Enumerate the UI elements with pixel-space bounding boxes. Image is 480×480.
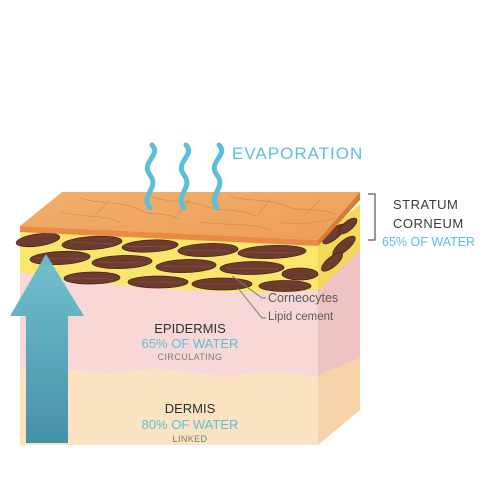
stratum-corneum-title-line2: CORNEUM: [393, 216, 464, 231]
evaporation-label: EVAPORATION: [232, 144, 364, 163]
stratum-corneum-title-line1: STRATUM: [393, 197, 459, 212]
corneocyte-cells: [15, 217, 358, 292]
dermis-title: DERMIS: [164, 401, 216, 416]
stratum-bracket: [368, 193, 376, 241]
stratum-corneum-water: 65% OF WATER: [382, 235, 476, 249]
lipid-cement-label: Lipid cement: [268, 311, 334, 323]
stratum-corneum-side: [318, 192, 360, 246]
lipid-cement-callout-line: [237, 287, 266, 319]
dermis-water: 80% OF WATER: [141, 417, 239, 432]
dermis-side: [318, 358, 360, 445]
epidermis-water: 65% OF WATER: [141, 336, 239, 351]
stratum-corneum-top: [20, 192, 360, 240]
evaporation-wave-icon: [144, 142, 224, 211]
corneocyte-texture: [35, 241, 301, 285]
dermis-state: LINKED: [172, 434, 208, 444]
stratum-corneum-front: [20, 226, 318, 246]
upward-water-arrow-icon: [10, 254, 84, 443]
epidermis-title: EPIDERMIS: [154, 321, 226, 336]
epidermis-state: CIRCULATING: [157, 352, 223, 362]
dermis-layer: [20, 367, 318, 445]
corneocytes-label: Corneocytes: [268, 291, 339, 305]
corneocytes-callout-line: [231, 275, 266, 299]
